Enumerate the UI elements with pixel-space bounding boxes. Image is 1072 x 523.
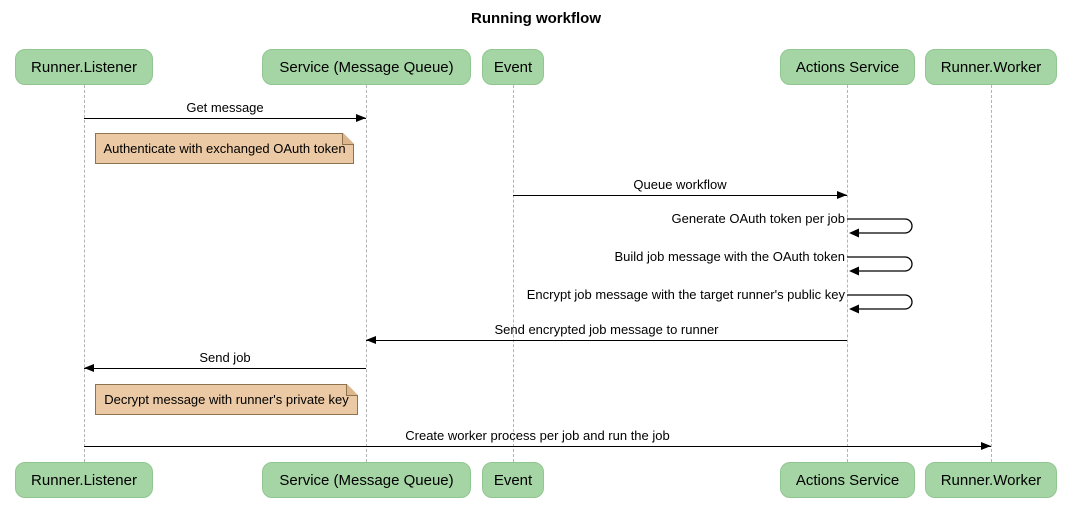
participant-label: Service (Message Queue) — [279, 471, 454, 489]
message-line — [84, 118, 366, 120]
participant-actions-service-top: Actions Service — [780, 49, 915, 85]
note-fold-icon — [342, 133, 354, 145]
note-authenticate-oauth: Authenticate with exchanged OAuth token — [95, 133, 354, 164]
message-line — [84, 368, 366, 370]
message-line — [366, 340, 847, 342]
participant-actions-service-bottom: Actions Service — [780, 462, 915, 498]
participant-runner-listener-bottom: Runner.Listener — [15, 462, 153, 498]
self-loop-arrow-icon — [847, 294, 913, 314]
participant-label: Runner.Worker — [940, 58, 1042, 76]
participant-event-top: Event — [482, 49, 544, 85]
participant-label: Runner.Listener — [31, 58, 137, 76]
message-label-send-encrypted-job: Send encrypted job message to runner — [494, 322, 719, 337]
participant-runner-worker-top: Runner.Worker — [925, 49, 1057, 85]
self-loop-arrow-icon — [847, 256, 913, 276]
note-decrypt-private-key: Decrypt message with runner's private ke… — [95, 384, 358, 415]
arrowhead-left-icon — [84, 364, 94, 372]
participant-service-message-queue-top: Service (Message Queue) — [262, 49, 471, 85]
diagram-title: Running workflow — [471, 10, 601, 27]
message-line — [84, 446, 991, 448]
participant-label: Service (Message Queue) — [279, 58, 454, 76]
lifeline-service-message-queue — [366, 85, 367, 462]
participant-runner-listener-top: Runner.Listener — [15, 49, 153, 85]
note-fold-icon — [346, 384, 358, 396]
participant-label: Event — [493, 58, 533, 76]
message-label-create-worker-process: Create worker process per job and run th… — [405, 428, 670, 443]
arrowhead-right-icon — [837, 191, 847, 199]
participant-label: Event — [493, 471, 533, 489]
participant-label: Runner.Worker — [940, 471, 1042, 489]
note-label: Authenticate with exchanged OAuth token — [103, 141, 346, 156]
lifeline-runner-listener — [84, 85, 85, 462]
message-label-send-job: Send job — [199, 350, 251, 365]
lifeline-actions-service — [847, 85, 848, 462]
arrowhead-left-icon — [366, 336, 376, 344]
lifeline-event — [513, 85, 514, 462]
participant-label: Runner.Listener — [31, 471, 137, 489]
participant-label: Actions Service — [795, 58, 900, 76]
lifeline-runner-worker — [991, 85, 992, 462]
note-label: Decrypt message with runner's private ke… — [104, 392, 349, 407]
message-label-encrypt-job-message: Encrypt job message with the target runn… — [526, 287, 845, 302]
message-label-queue-workflow: Queue workflow — [633, 177, 727, 192]
message-line — [513, 195, 847, 197]
participant-event-bottom: Event — [482, 462, 544, 498]
participant-service-message-queue-bottom: Service (Message Queue) — [262, 462, 471, 498]
message-label-generate-oauth-token: Generate OAuth token per job — [671, 211, 845, 226]
arrowhead-right-icon — [981, 442, 991, 450]
arrowhead-right-icon — [356, 114, 366, 122]
participant-label: Actions Service — [795, 471, 900, 489]
message-label-get-message: Get message — [186, 100, 264, 115]
self-loop-arrow-icon — [847, 218, 913, 238]
participant-runner-worker-bottom: Runner.Worker — [925, 462, 1057, 498]
message-label-build-job-message: Build job message with the OAuth token — [614, 249, 845, 264]
